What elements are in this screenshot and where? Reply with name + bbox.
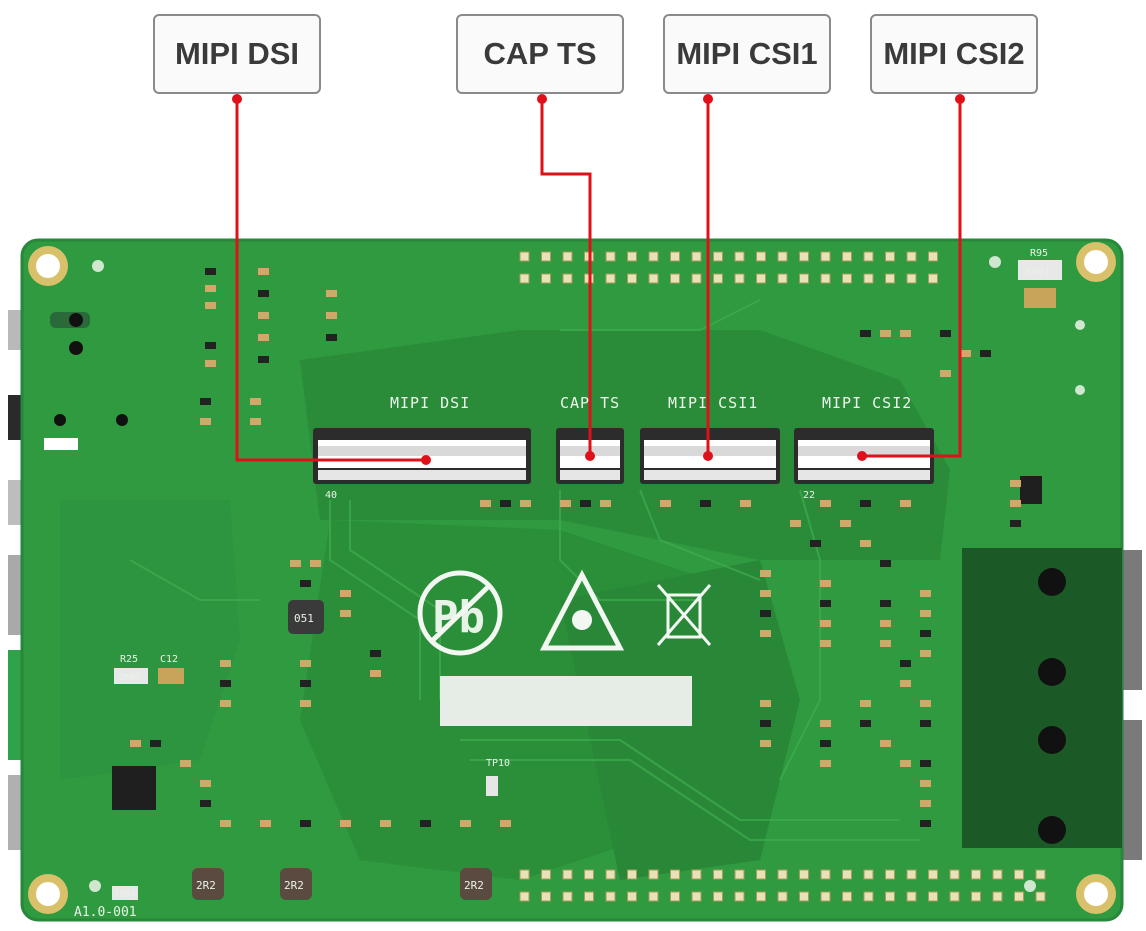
tp10-label: TP10 <box>486 758 510 769</box>
ic-u28 <box>1020 476 1042 504</box>
mipi-dsi-callout-label: MIPI DSI <box>153 14 321 94</box>
mipi-dsi-connector <box>313 428 531 484</box>
resistor-r95-label: R95 <box>1030 248 1048 259</box>
mounting-holes <box>28 242 1116 914</box>
cap-c12-label: C12 <box>160 654 178 665</box>
rj45-footprint <box>962 548 1122 848</box>
serial-label-area <box>440 676 692 726</box>
silk-pin-40: 40 <box>325 490 337 501</box>
cap-ts-callout-label: CAP TS <box>456 14 624 94</box>
callout-dots <box>232 94 965 465</box>
mipi-csi1-callout-text: MIPI CSI1 <box>676 36 818 71</box>
callout-lines <box>235 99 962 462</box>
chip-1004: 1004 <box>114 890 136 900</box>
mipi-csi2-callout-label: MIPI CSI2 <box>870 14 1038 94</box>
silk-mipi-dsi: MIPI DSI <box>390 394 470 412</box>
silk-mipi-csi1: MIPI CSI1 <box>668 394 758 412</box>
silk-mipi-csi2: MIPI CSI2 <box>822 394 912 412</box>
mipi-dsi-callout-line <box>235 99 426 462</box>
mipi-dsi-callout-text: MIPI DSI <box>174 36 299 71</box>
mipi-csi1-callout-label: MIPI CSI1 <box>663 14 831 94</box>
cap-ts-callout-text: CAP TS <box>483 36 597 71</box>
cap-ts-callout-line <box>540 99 592 456</box>
inductor-label-3: 2R2 <box>464 879 484 892</box>
inductor-label-1: 2R2 <box>196 879 216 892</box>
weee-mark <box>656 584 712 646</box>
inductor-2r2-group <box>192 868 492 900</box>
gpio-header-bottom <box>519 869 1046 902</box>
board-version: A1.0-001 <box>74 905 137 920</box>
esd-warning-mark <box>539 569 625 651</box>
pb-free-mark: Pb <box>417 570 503 656</box>
silk-pin-22: 22 <box>803 490 815 501</box>
inductor-label-2: 2R2 <box>284 879 304 892</box>
inductor-051-label: 051 <box>294 612 314 625</box>
chip-r001: R001 <box>1026 267 1050 278</box>
ic-u4 <box>112 766 156 810</box>
mipi-csi2-callout-line <box>862 99 962 458</box>
gpio-header-top <box>519 251 938 284</box>
resistor-r25-label: R25 <box>120 654 138 665</box>
chip-2r00: 2R00 <box>118 673 140 683</box>
mipi-csi2-callout-text: MIPI CSI2 <box>883 36 1025 71</box>
